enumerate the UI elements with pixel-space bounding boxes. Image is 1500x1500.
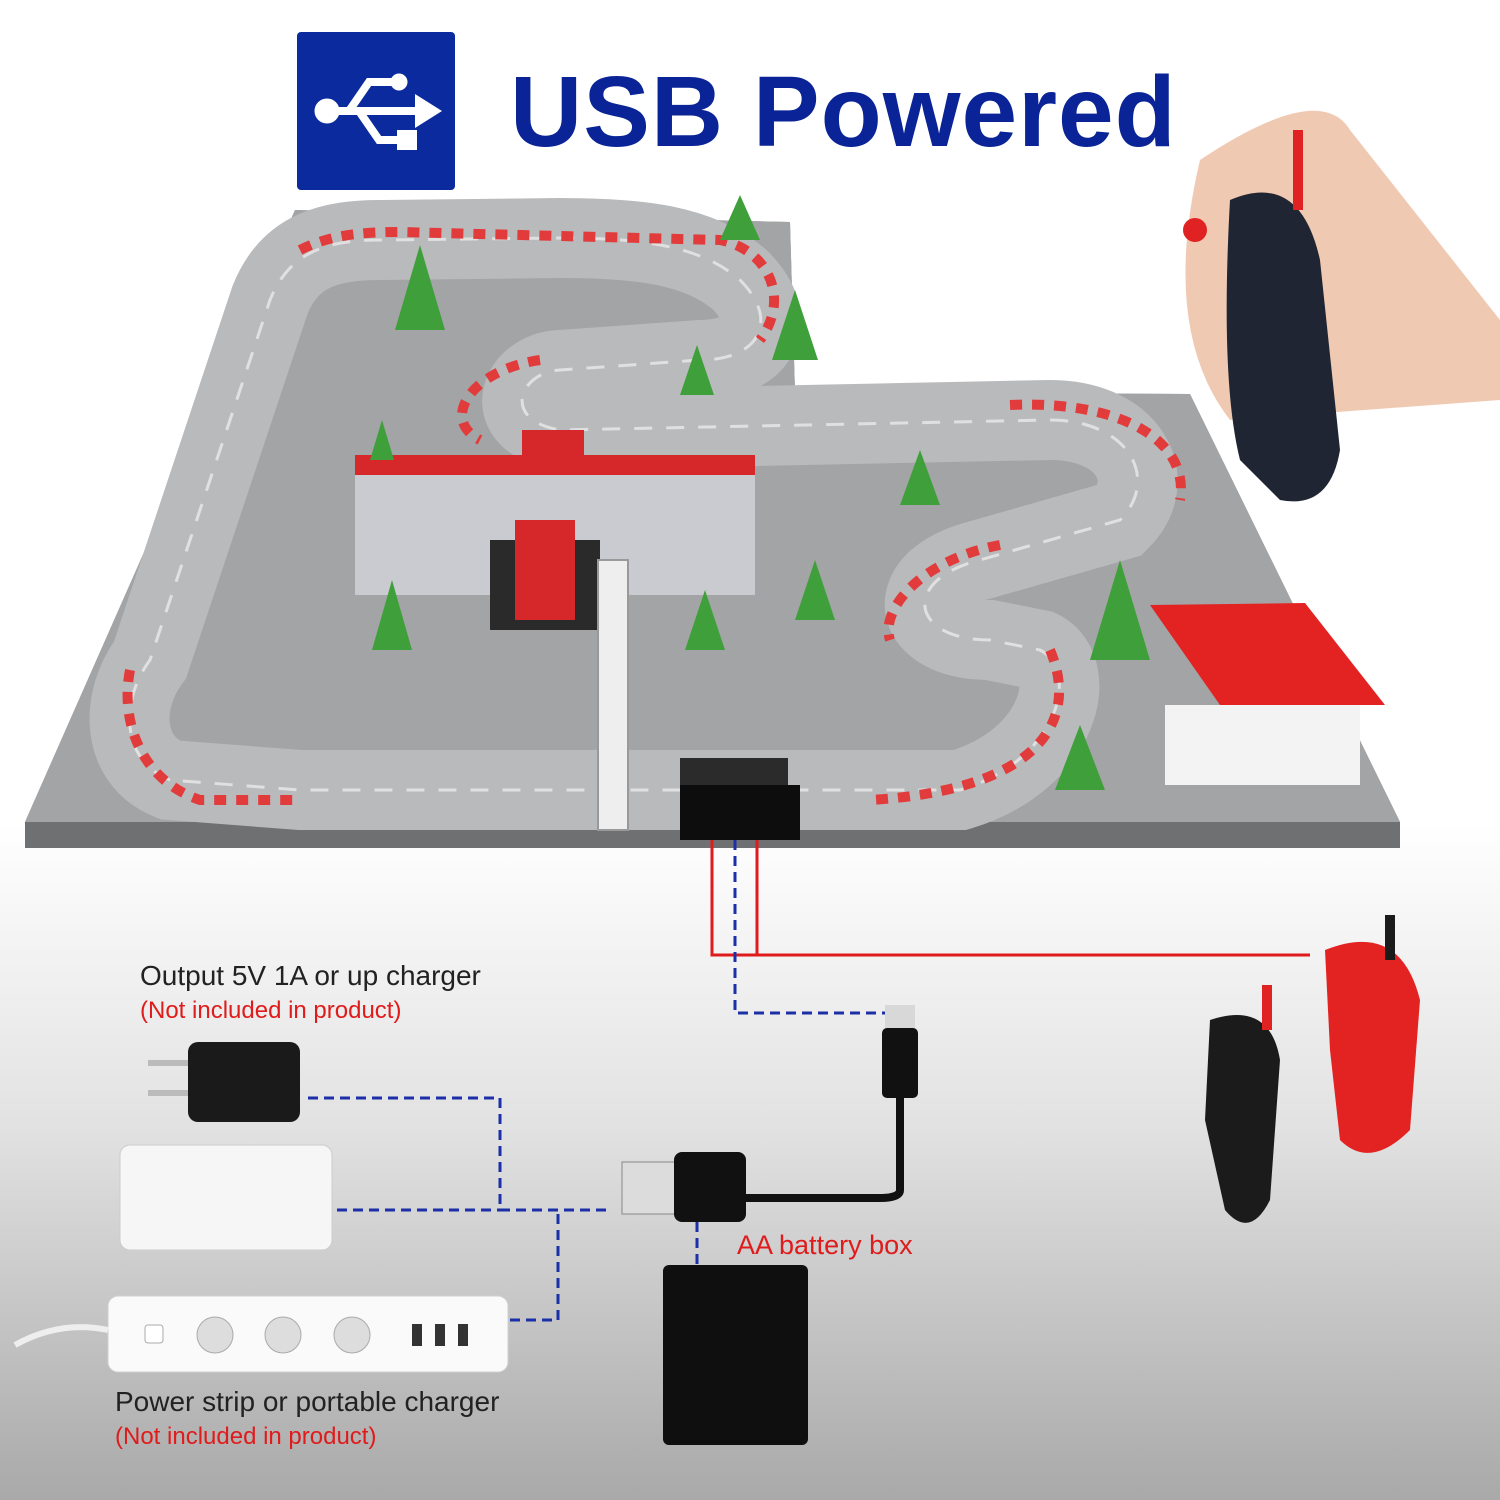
power-strip [107,1295,509,1373]
curb [883,540,1001,642]
red-wire [710,840,1310,957]
curb [457,355,541,445]
battery-box-label: AA battery box [737,1230,913,1260]
garage [1150,603,1385,705]
strip-title: Power strip or portable charger [115,1386,500,1417]
gantry [597,559,629,831]
strip-note: (Not included in product) [115,1423,377,1450]
hand-controller [1183,110,1500,502]
charger-note: (Not included in product) [140,997,402,1024]
black-controller [1205,985,1280,1223]
page-title: USB Powered [510,56,1177,168]
curb [297,226,780,343]
portable-charger [119,1144,333,1251]
usb-icon [314,73,442,150]
wall-charger [188,1042,300,1122]
charger-title: Output 5V 1A or up charger [140,960,481,991]
curb [869,648,1065,805]
usb-badge [297,32,455,190]
red-controller [1325,915,1420,1153]
trees [370,195,1150,790]
blue-dashed-wire [733,840,885,1015]
charger-links [308,1096,699,1322]
usb-a-plug [621,1161,678,1215]
aa-battery-box [663,1265,808,1445]
curb [1009,399,1186,501]
